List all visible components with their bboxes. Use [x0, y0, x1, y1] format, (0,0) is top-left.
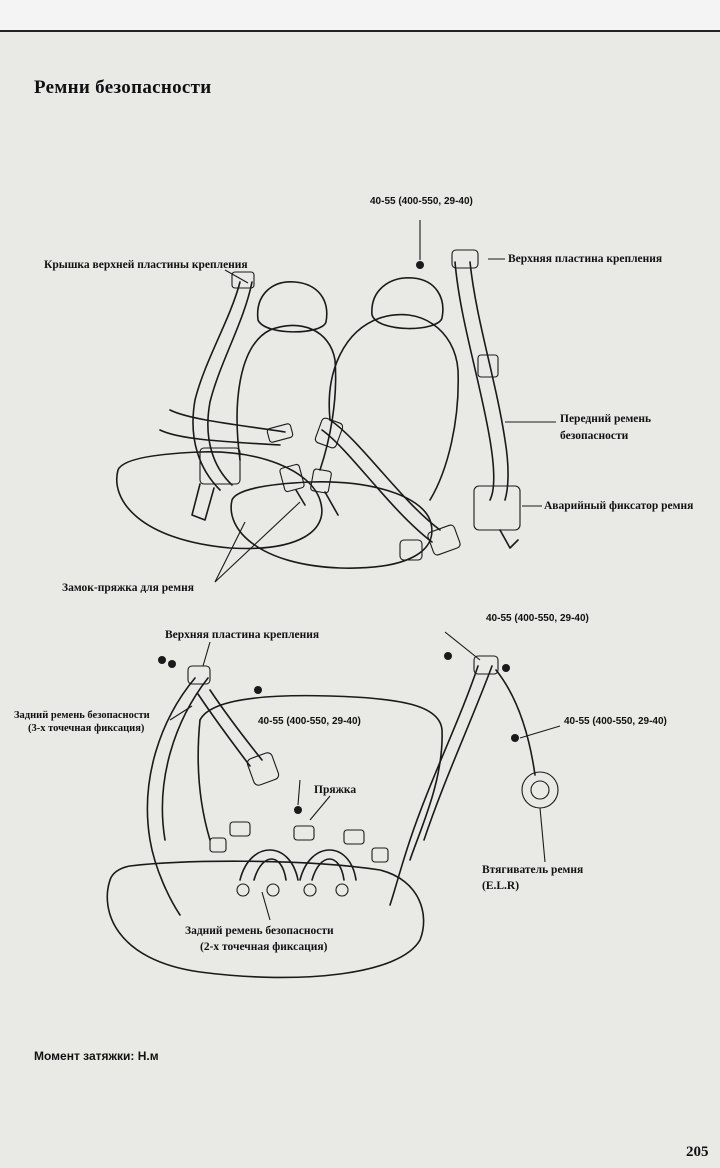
rear-3pt-label-line2: (3-х точечная фиксация)	[28, 723, 145, 734]
torque-rear-right: 40-55 (400-550, 29-40)	[564, 716, 667, 727]
rear-2pt-label-line1: Задний ремень безопасности	[185, 925, 334, 937]
front-belt-label-line2: безопасности	[560, 430, 629, 442]
front-seats-drawing	[116, 220, 556, 583]
torque-front-top: 40-55 (400-550, 29-40)	[370, 196, 473, 207]
rear-upper-anchor-label: Верхняя пластина крепления	[165, 629, 320, 641]
front-upper-anchor-label: Верхняя пластина крепления	[508, 253, 663, 265]
buckle-label: Пряжка	[314, 784, 357, 796]
page-number: 205	[686, 1144, 709, 1160]
buckle-latch-label: Замок-пряжка для ремня	[62, 582, 194, 594]
upper-plate-cover-label: Крышка верхней пластины крепления	[44, 259, 248, 271]
retractor-label-line1: Втягиватель ремня	[482, 864, 584, 876]
retractor-label-line2: (E.L.R)	[482, 880, 520, 892]
torque-rear-center: 40-55 (400-550, 29-40)	[258, 716, 361, 727]
rear-3pt-label-line1: Задний ремень безопасности	[14, 710, 150, 721]
torque-unit-note: Момент затяжки: Н.м	[34, 1049, 159, 1063]
top-bar	[0, 0, 720, 32]
emergency-lock-label: Аварийный фиксатор ремня	[544, 500, 694, 512]
page-title: Ремни безопасности	[34, 77, 212, 98]
rear-2pt-label-line2: (2-х точечная фиксация)	[200, 941, 328, 953]
rear-seat-drawing	[106, 631, 561, 979]
front-belt-label-line1: Передний ремень	[560, 413, 652, 425]
torque-rear-top-right: 40-55 (400-550, 29-40)	[486, 613, 589, 624]
